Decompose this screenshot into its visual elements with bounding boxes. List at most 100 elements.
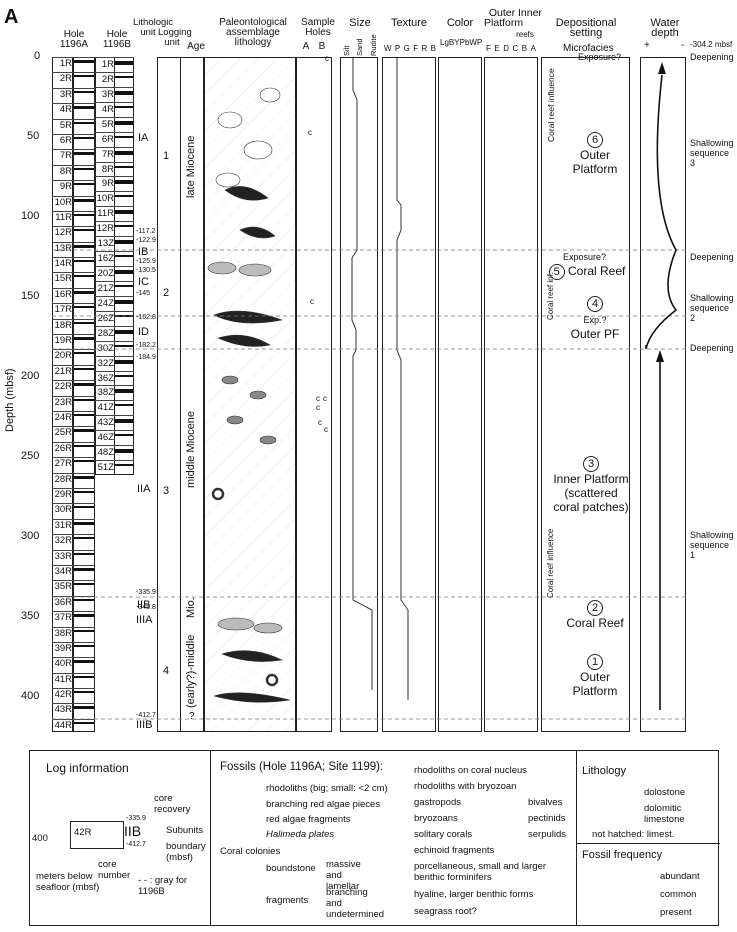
hole-a-core-divider: [52, 487, 95, 489]
hole-a-core-label: 40R: [54, 658, 72, 670]
hole-b-core-label: 32Z: [97, 357, 114, 369]
hole-a-core-divider: [52, 518, 95, 520]
platform-f: F: [486, 44, 491, 53]
hole-a-core-label: 13R: [54, 242, 72, 254]
hole-a-core-divider: [52, 580, 95, 582]
hole-a-recovery-mark: [74, 198, 94, 202]
hole-a-core-divider: [52, 364, 95, 366]
hole-a-recovery-mark: [74, 260, 94, 263]
boundary-335: -335.9: [136, 589, 156, 596]
lithology-title: Lithology: [582, 765, 627, 777]
hole-a-recovery-mark: [74, 598, 94, 601]
color-p: P: [459, 38, 465, 47]
sample-c-6: c: [316, 403, 320, 412]
hole-a-core-label: 41R: [54, 673, 72, 685]
water-plus: +: [644, 40, 650, 51]
hole-b-core-divider: [95, 71, 134, 73]
hole-b-recovery-mark: [115, 135, 133, 138]
fossil-freq-title: Fossil frequency: [582, 849, 663, 861]
hole-a-core-label: 31R: [54, 519, 72, 531]
hole-b-recovery-mark: [115, 240, 133, 245]
legend-meters-below: meters below seafloor (mbsf): [36, 871, 100, 893]
deepening-label-2: Deepening: [690, 252, 734, 262]
hole-a-recovery-mark: [74, 490, 94, 493]
hole-b-core-label: 13Z: [97, 238, 114, 250]
hole-b-recovery-mark: [115, 165, 133, 168]
hole-b-core-label: 5R: [101, 118, 114, 130]
hole-a-core-divider: [52, 457, 95, 459]
platform-c: C: [512, 44, 519, 53]
hole-b-core-label: 7R: [101, 148, 114, 160]
hole-a-core-label: 8R: [59, 165, 72, 177]
hole-b-core-divider: [95, 385, 134, 387]
header-depositional: Depositional setting: [555, 17, 617, 39]
hole-a-core-divider: [52, 611, 95, 613]
legend-bryozoans: bryozoans: [414, 813, 458, 824]
color-column: [438, 57, 482, 732]
platform-d: D: [503, 44, 510, 53]
legend-bivalves: bivalves: [528, 797, 563, 808]
hole-a-core-divider: [52, 241, 95, 243]
hole-b-core-label: 8R: [101, 163, 114, 175]
hole-a-core-divider: [52, 226, 95, 228]
panel-letter: A: [4, 6, 19, 28]
hole-b-core-divider: [95, 445, 134, 447]
hole-a-core-divider: [52, 411, 95, 413]
setting-5: 5 Coral Reef: [540, 264, 634, 280]
coral-reef-influence-label-2: Coral reef influence: [546, 528, 555, 598]
log-info-title: Log information: [46, 761, 129, 775]
hole-b-core-label: 16Z: [97, 253, 114, 265]
hole-b-recovery-mark: [115, 120, 133, 125]
hole-a-recovery-mark: [74, 414, 94, 417]
shallowing-seq-1: Shallowing sequence 1: [690, 530, 734, 560]
boundary-145: -145: [136, 290, 151, 297]
hole-a-recovery-mark: [74, 106, 94, 110]
header-color: Color: [446, 17, 474, 29]
hole-b-recovery-mark: [115, 464, 133, 467]
header-hole-1196b: Hole 1196B: [102, 29, 132, 50]
lith-unit-id: ID: [138, 326, 149, 338]
hole-b-core-divider: [95, 355, 134, 357]
header-reefs: reefs: [516, 30, 534, 39]
hole-b-core-label: 46Z: [97, 432, 114, 444]
texture-b: B: [430, 44, 436, 53]
texture-r: R: [421, 44, 428, 53]
hole-a-recovery-mark: [74, 475, 94, 479]
hole-a-core-divider: [52, 503, 95, 505]
header-sample-b: B: [318, 41, 326, 52]
legend-present: present: [660, 907, 692, 918]
hole-a-recovery-mark: [74, 275, 94, 278]
hole-a-core-divider: [52, 133, 95, 135]
hole-a-core-divider: [52, 149, 95, 151]
coral-reef-inf-label: Coral reef inf.: [546, 271, 555, 320]
legend-subunits: Subunits: [166, 825, 203, 836]
sample-c-7: c: [318, 418, 322, 427]
hole-a-core-label: 36R: [54, 596, 72, 608]
setting-3: 3 Inner Platform (scattered coral patche…: [550, 456, 632, 514]
setting-6-text: Outer Platform: [572, 148, 618, 176]
boundary-122: -122.9: [136, 237, 156, 244]
legend-pectinids: pectinids: [528, 813, 566, 824]
hole-a-recovery-mark: [74, 306, 94, 309]
legend-core-box: [70, 821, 124, 849]
hole-a-core-divider: [52, 87, 95, 89]
coral-reef-influence-label: Coral reef influence: [546, 68, 556, 142]
texture-subheaders: W P G F R B: [384, 44, 436, 53]
hole-a-recovery-mark: [74, 75, 94, 78]
sample-column: [296, 57, 332, 732]
color-g: g: [444, 38, 449, 47]
platform-subheaders: F E D C B A: [486, 44, 536, 53]
setting-2: 2 Coral Reef: [560, 600, 630, 630]
lith-unit-iiia: IIIA: [136, 614, 153, 626]
legend-gastropods: gastropods: [414, 797, 462, 808]
hole-b-core-label: 26Z: [97, 312, 114, 324]
hole-b-core-divider: [95, 430, 134, 432]
shallowing-seq-3: Shallowing sequence 3: [690, 138, 734, 168]
hole-b-core-divider: [95, 131, 134, 133]
size-column: [340, 57, 378, 732]
hole-b-recovery-mark: [115, 180, 133, 185]
legend-serpulids: serpulids: [528, 829, 567, 840]
sample-c-5: c: [323, 394, 327, 403]
hole-b-core-label: 11R: [97, 208, 114, 220]
hole-a-core-label: 22R: [54, 381, 72, 393]
